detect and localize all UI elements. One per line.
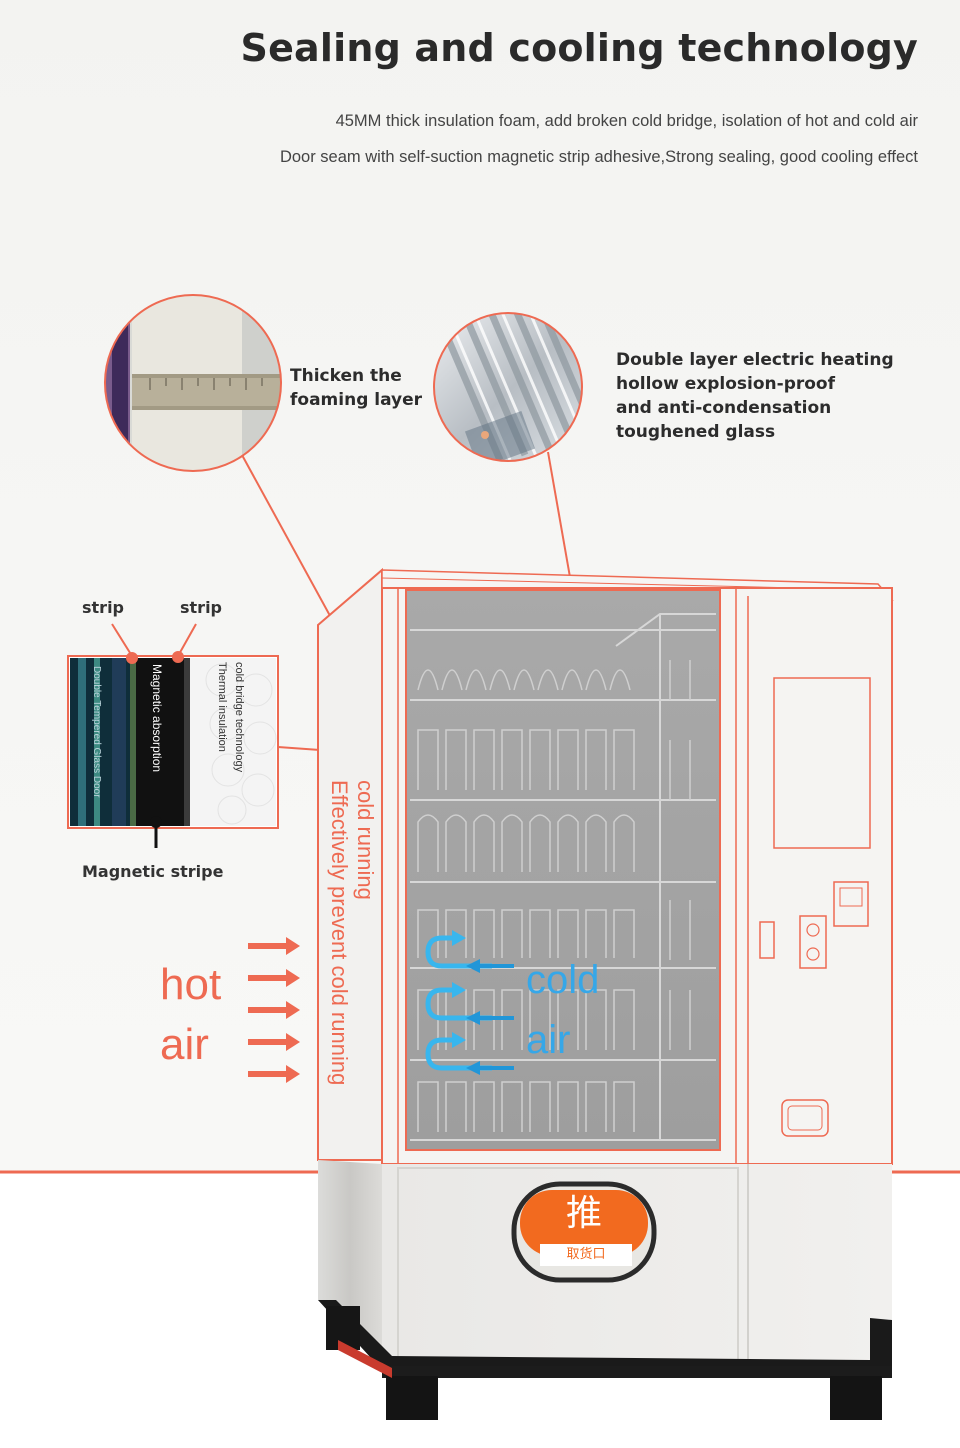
glass-caption-line: toughened glass xyxy=(616,422,776,442)
strip-label-left: strip xyxy=(82,598,124,617)
glass-caption-line: hollow explosion-proof xyxy=(616,374,835,394)
prevent-cold-running-label: Effectively prevent cold running xyxy=(327,780,352,1086)
toughened-glass-photo xyxy=(433,312,583,462)
cold-air-label-cold: cold xyxy=(526,958,600,1002)
glass-caption: Double layer electric heating hollow exp… xyxy=(616,348,894,444)
hot-air-label-hot: hot xyxy=(160,960,222,1009)
vending-machine-body xyxy=(317,567,894,1420)
cold-air-label-air: air xyxy=(526,1018,571,1062)
layer-glass-label: Double Tempered Glass Door xyxy=(91,666,102,798)
layer-cold-bridge-label: cold bridge technology xyxy=(233,662,245,773)
subtitle-insulation: 45MM thick insulation foam, add broken c… xyxy=(335,112,918,130)
foam-caption-line: foaming layer xyxy=(290,390,423,410)
page-title: Sealing and cooling technology xyxy=(240,26,918,70)
glass-caption-line: Double layer electric heating xyxy=(616,350,894,370)
foam-layer-photo xyxy=(104,294,282,472)
cold-running-label: cold running xyxy=(353,780,378,900)
glass-caption-line: and anti-condensation xyxy=(616,398,832,418)
foam-caption-line: Thicken the xyxy=(290,366,402,386)
pickup-door-label: 取货口 xyxy=(566,1247,606,1262)
layer-thermal-label: Thermal insulation xyxy=(216,662,228,752)
foam-caption: Thicken the foaming layer xyxy=(290,364,422,412)
subtitle-door-seam: Door seam with self-suction magnetic str… xyxy=(279,148,918,166)
pickup-door-char: 推 xyxy=(565,1193,602,1234)
hot-air-arrows xyxy=(248,937,300,1083)
cold-air-arrows xyxy=(425,935,492,1071)
hot-air-label-air: air xyxy=(160,1020,209,1069)
door-seal-cross-section xyxy=(67,623,279,848)
strip-label-right: strip xyxy=(180,598,222,617)
layer-magnetic-label: Magnetic absorption xyxy=(150,664,164,773)
magnetic-stripe-label: Magnetic stripe xyxy=(82,862,224,881)
